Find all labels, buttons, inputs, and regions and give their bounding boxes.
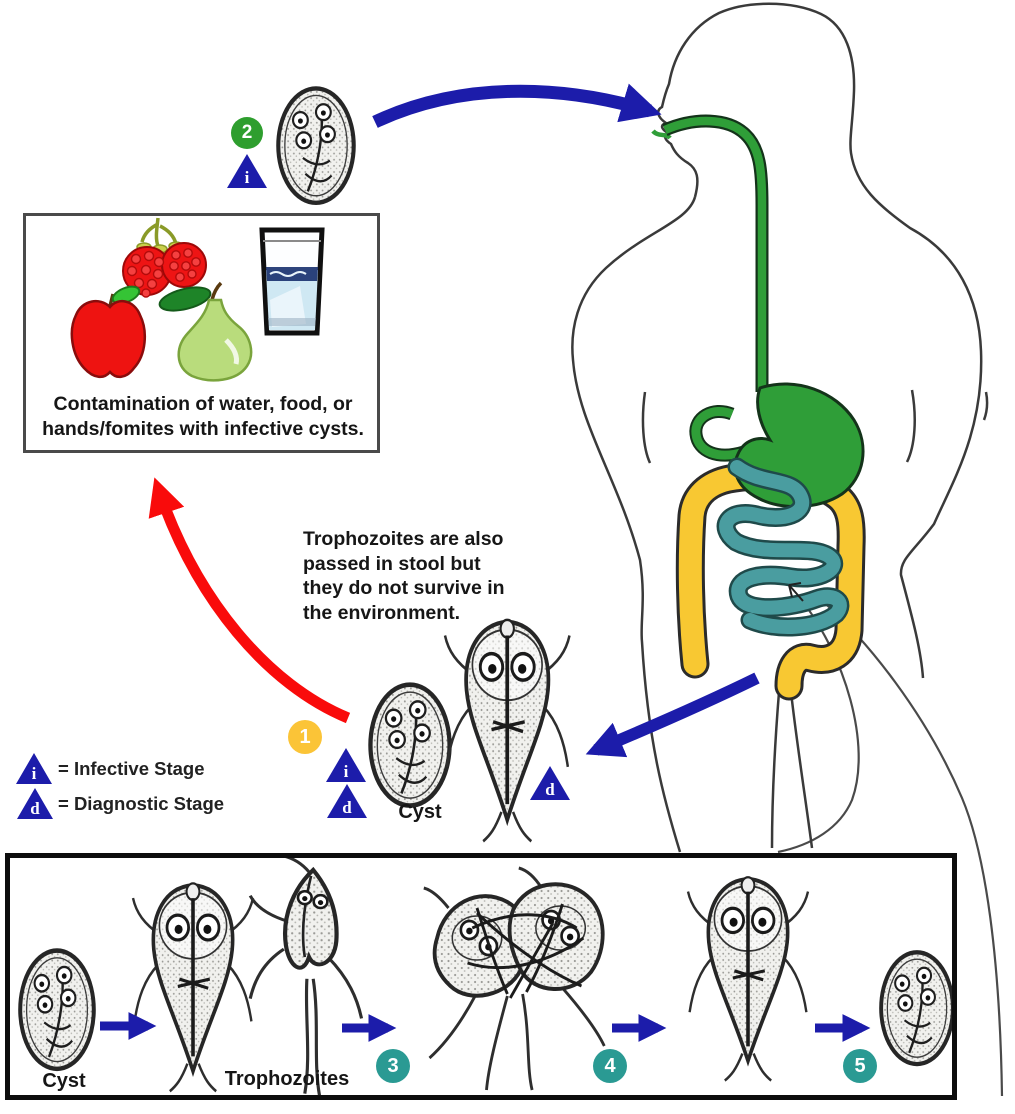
intestine-stages-box	[5, 853, 957, 1100]
body-outline-left	[571, 196, 697, 853]
diagnostic-symbol: d	[545, 780, 555, 799]
red-arrow-cyst-to-contamination	[148, 477, 351, 724]
water-glass-icon	[259, 227, 325, 336]
cyst-stage2-drawing	[278, 88, 353, 202]
stool-note: Trophozoites are also passed in stool bu…	[303, 528, 505, 624]
stage-3-badge: 3	[376, 1049, 410, 1083]
wrist-notches	[641, 389, 989, 464]
infective-symbol: i	[343, 762, 349, 781]
stage-1-badge: 1	[288, 720, 322, 754]
stage-4-badge: 4	[593, 1049, 627, 1083]
cyst-bottom-label: Cyst	[42, 1070, 86, 1092]
contamination-caption: Contamination of water, food, or hands/f…	[42, 393, 364, 440]
small-intestine	[719, 460, 847, 634]
stage-2-badge: 2	[231, 117, 263, 149]
blue-arrow-cyst-to-mouth	[372, 83, 662, 128]
apple-icon	[70, 285, 147, 378]
diagnostic-symbol: d	[342, 798, 352, 817]
legend-infective-symbol: i	[31, 764, 37, 783]
esophagus	[663, 116, 767, 392]
duodenum	[691, 407, 746, 460]
trophozoites-label: Trophozoites	[224, 1068, 350, 1090]
stage-5-badge: 5	[843, 1049, 877, 1083]
cyst-middle-label: Cyst	[398, 801, 442, 823]
blue-arrow-body-to-stool	[585, 672, 760, 758]
legend-diagnostic-label: = Diagnostic Stage	[58, 793, 225, 814]
digestive-tract	[651, 114, 866, 701]
pear-icon	[158, 281, 253, 382]
life-cycle-arrows	[100, 1012, 871, 1042]
ileum-arrow-icon	[788, 582, 804, 602]
contamination-artwork	[70, 217, 325, 382]
raspberries-icon	[122, 217, 207, 298]
infective-symbol: i	[244, 168, 250, 187]
mouth-icon	[651, 129, 672, 140]
trophozoite-middle-drawing	[445, 620, 570, 841]
legend-diagnostic-symbol: d	[30, 799, 40, 818]
contamination-box	[23, 213, 380, 453]
cyst-middle-drawing	[370, 685, 449, 806]
legs-inner-lines	[770, 691, 814, 849]
legend-infective-label: = Infective Stage	[58, 758, 205, 779]
